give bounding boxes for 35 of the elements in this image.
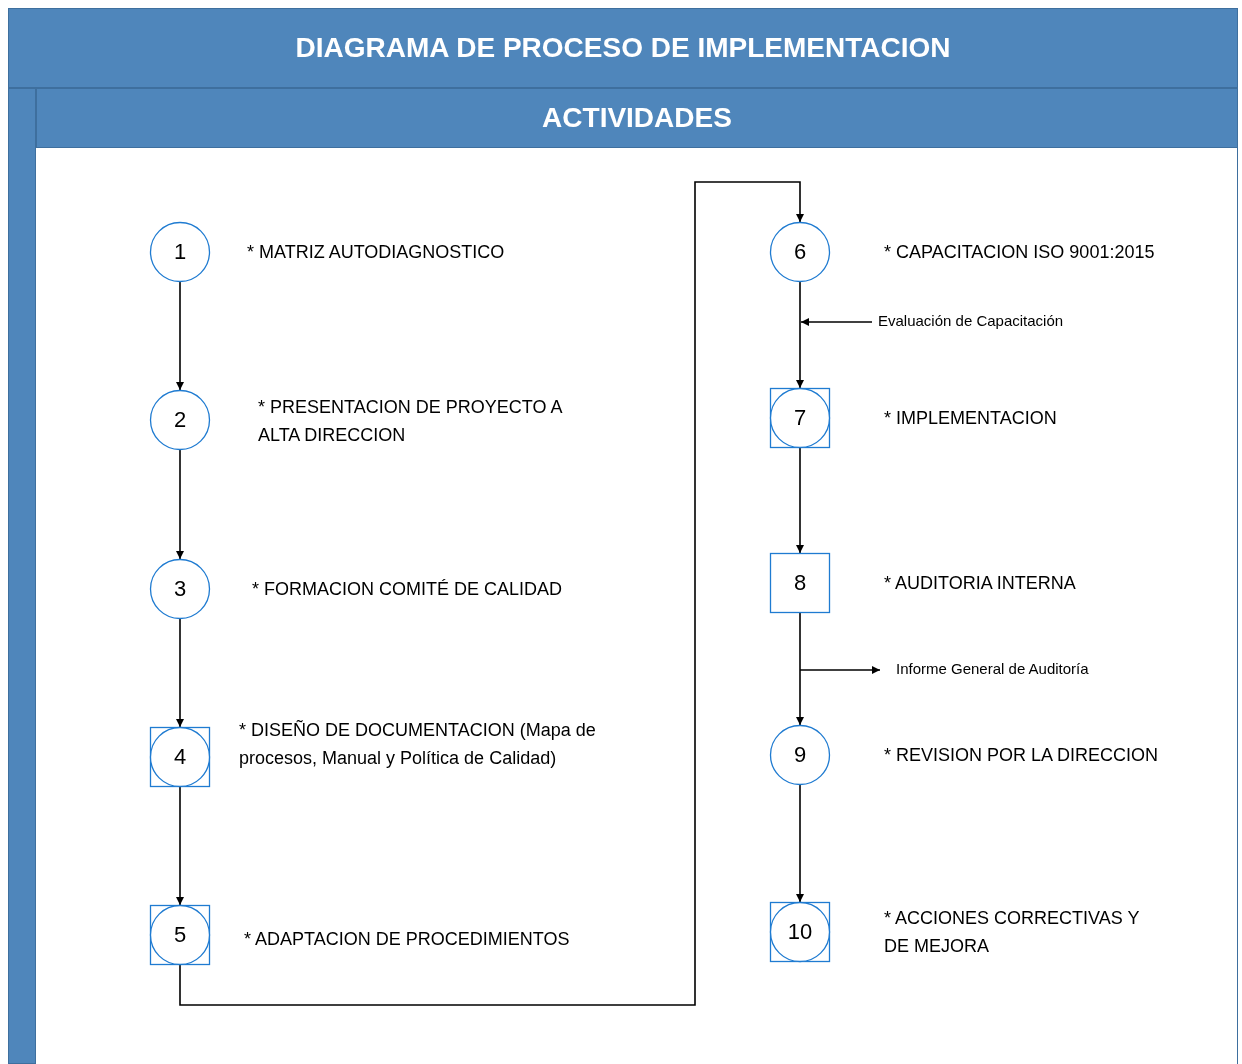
arrow [796,281,804,389]
arrow [176,449,184,560]
step-description: * REVISION POR LA DIRECCION [884,744,1160,767]
arrow [800,318,873,326]
step-circle: 6 [770,222,830,282]
arrow [176,618,184,728]
arrow [176,281,184,391]
step-circle-in-square: 7 [770,388,830,448]
step-description: * ADAPTACION DE PROCEDIMIENTOS [244,928,571,951]
step-circle-in-square: 5 [150,905,210,965]
step-description: * FORMACION COMITÉ DE CALIDAD [252,578,564,601]
step-circle-in-square: 4 [150,727,210,787]
lane-header: ACTIVIDADES [36,88,1238,148]
flow-note: Evaluación de Capacitación [878,312,1064,329]
step-circle: 2 [150,390,210,450]
arrow [179,181,804,1006]
arrow [796,784,804,903]
step-circle: 3 [150,559,210,619]
step-circle: 9 [770,725,830,785]
step-description: * AUDITORIA INTERNA [884,572,1077,595]
step-circle: 1 [150,222,210,282]
arrow [796,612,804,726]
title-banner: DIAGRAMA DE PROCESO DE IMPLEMENTACION [8,8,1238,88]
step-description: * IMPLEMENTACION [884,407,1058,430]
step-description: * ACCIONES CORRECTIVAS Y DE MEJORA [884,907,1141,958]
step-square: 8 [770,553,830,613]
step-description: * CAPACITACION ISO 9001:2015 [884,241,1156,264]
step-description: * DISEÑO DE DOCUMENTACION (Mapa de procesos, Manual y Política de Calidad) [239,719,597,770]
flow-note: Informe General de Auditoría [896,660,1089,677]
arrow [176,786,184,906]
arrow [796,447,804,554]
arrow [799,666,881,674]
step-description: * PRESENTACION DE PROYECTO A ALTA DIRECCION [258,396,563,447]
step-circle-in-square: 10 [770,902,830,962]
step-description: * MATRIZ AUTODIAGNOSTICO [247,241,506,264]
